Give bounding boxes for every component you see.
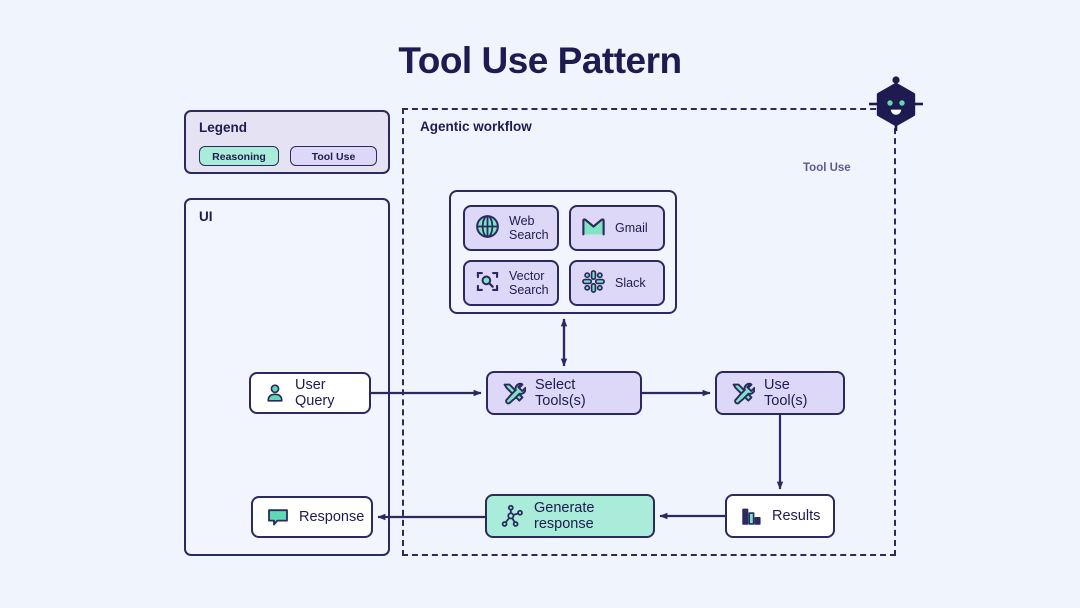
tools-cluster: Web Search Gmail	[449, 190, 677, 314]
speech-bubble-icon	[266, 505, 290, 529]
legend-chip-tool-use: Tool Use	[290, 146, 377, 166]
agent-robot-icon	[866, 74, 926, 134]
node-response[interactable]: Response	[251, 496, 373, 538]
slack-icon	[580, 268, 607, 298]
tool-card-label: Slack	[615, 276, 646, 290]
tools-icon	[730, 381, 755, 406]
tool-card-vector-search[interactable]: Vector Search	[463, 260, 559, 306]
tools-icon	[501, 381, 526, 406]
gmail-icon	[580, 213, 607, 243]
node-user-query[interactable]: User Query	[249, 372, 371, 414]
vector-search-icon	[474, 268, 501, 298]
legend-title: Legend	[199, 120, 248, 135]
tool-card-label: Gmail	[615, 221, 648, 235]
tool-use-region-label: Tool Use	[803, 162, 851, 174]
node-label: Response	[299, 509, 365, 525]
legend-chip-reasoning: Reasoning	[199, 146, 279, 166]
tool-card-label: Web Search	[509, 214, 549, 242]
tool-card-web-search[interactable]: Web Search	[463, 205, 559, 251]
node-use-tools[interactable]: Use Tool(s)	[715, 371, 845, 415]
agentic-workflow-region	[402, 108, 896, 556]
tool-card-gmail[interactable]: Gmail	[569, 205, 665, 251]
node-label: Generate response	[534, 500, 595, 532]
node-label: User Query	[295, 377, 335, 409]
agentic-workflow-label: Agentic workflow	[420, 119, 532, 134]
tool-card-label: Vector Search	[509, 269, 549, 297]
node-results[interactable]: Results	[725, 494, 835, 538]
node-label: Select Tools(s)	[535, 377, 586, 409]
globe-icon	[474, 213, 501, 243]
node-label: Results	[772, 508, 821, 524]
page-title: Tool Use Pattern	[398, 40, 682, 81]
ui-panel-label: UI	[199, 209, 213, 224]
tool-card-slack[interactable]: Slack	[569, 260, 665, 306]
bar-chart-icon	[740, 505, 763, 528]
node-label: Use Tool(s)	[764, 377, 808, 409]
network-graph-icon	[500, 504, 525, 529]
node-select-tools[interactable]: Select Tools(s)	[486, 371, 642, 415]
node-generate-response[interactable]: Generate response	[485, 494, 655, 538]
user-icon	[264, 382, 286, 404]
legend-box: Legend Reasoning Tool Use	[184, 110, 390, 174]
